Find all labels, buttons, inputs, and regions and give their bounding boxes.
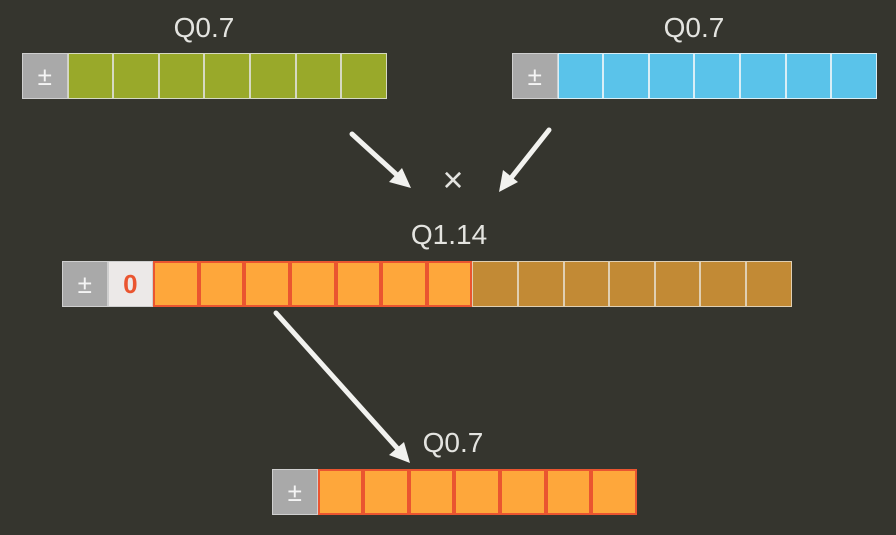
fraction-bit <box>739 53 786 99</box>
fraction-bit <box>648 53 695 99</box>
fraction-bit <box>295 53 342 99</box>
fraction-bit <box>341 53 387 99</box>
fraction-bit <box>249 53 296 99</box>
fraction-bit <box>158 53 205 99</box>
arrow-a-to-multiply <box>349 131 400 178</box>
result-bit <box>408 469 455 515</box>
integer-bit-zero: 0 <box>107 261 154 307</box>
result-bit <box>499 469 546 515</box>
sign-bit: ± <box>22 53 68 99</box>
label-operand-b-format: Q0.7 <box>663 12 725 43</box>
arrowhead-icon <box>389 168 411 188</box>
discarded-bit <box>609 261 655 307</box>
multiply-symbol: × <box>442 159 464 200</box>
discarded-bit <box>472 261 518 307</box>
discarded-bit <box>745 261 792 307</box>
sign-bit: ± <box>62 261 108 307</box>
arrowhead-icon <box>389 442 410 463</box>
selected-bit <box>289 261 336 307</box>
result-bit <box>545 469 592 515</box>
selected-bit <box>153 261 199 307</box>
sign-bit: ± <box>272 469 318 515</box>
label-operand-a-format: Q0.7 <box>173 12 235 43</box>
arrow-product-to-result <box>273 310 401 452</box>
register-operand-b: ± <box>512 53 877 99</box>
result-bit <box>363 469 409 515</box>
fraction-bit <box>831 53 877 99</box>
selected-bit <box>335 261 382 307</box>
label-result-format: Q0.7 <box>422 427 484 458</box>
register-result: ± <box>272 469 637 515</box>
label-product-format: Q1.14 <box>410 219 488 250</box>
fraction-bit <box>67 53 114 99</box>
discarded-bit <box>654 261 701 307</box>
arrow-b-to-multiply <box>508 127 552 181</box>
fraction-bit <box>603 53 649 99</box>
register-product: ± 0 <box>62 261 792 307</box>
selected-bit <box>381 261 427 307</box>
register-operand-a: ± <box>22 53 387 99</box>
result-bit <box>454 469 500 515</box>
fraction-bit <box>785 53 832 99</box>
discarded-bit <box>700 261 746 307</box>
result-bit <box>591 469 637 515</box>
selected-bit <box>198 261 245 307</box>
fraction-bit <box>557 53 604 99</box>
fraction-bit <box>694 53 740 99</box>
arrowhead-icon <box>499 170 518 192</box>
discarded-bit <box>517 261 564 307</box>
discarded-bit <box>563 261 610 307</box>
sign-bit: ± <box>512 53 558 99</box>
selected-bit <box>426 261 473 307</box>
fraction-bit <box>113 53 159 99</box>
result-bit <box>317 469 364 515</box>
selected-bit <box>244 261 290 307</box>
fraction-bit <box>204 53 250 99</box>
